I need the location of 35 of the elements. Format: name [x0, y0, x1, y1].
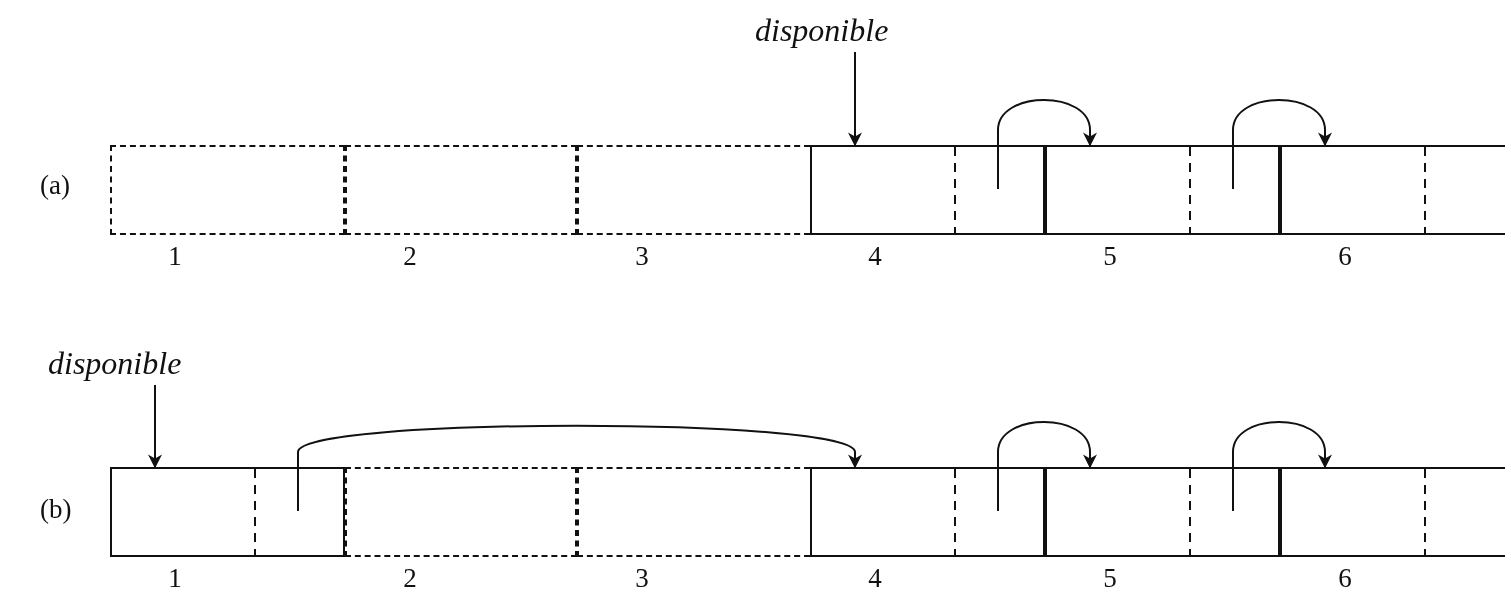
pointer-label: disponible — [755, 12, 889, 48]
block-number: 3 — [634, 563, 650, 593]
block-number: 5 — [1102, 563, 1118, 593]
pointer-arrow — [148, 384, 162, 469]
link-arrow — [997, 421, 1097, 512]
memory-block — [810, 467, 1045, 557]
memory-block — [110, 467, 345, 557]
link-arrow — [1232, 99, 1332, 190]
free-block — [577, 467, 810, 557]
block-number: 6 — [1337, 241, 1353, 271]
block-number: 4 — [867, 563, 883, 593]
memory-block — [810, 145, 1045, 235]
pointer-label: disponible — [48, 345, 182, 381]
panel-label: (a) — [40, 170, 70, 200]
block-number: 4 — [867, 241, 883, 271]
free-block — [577, 145, 810, 235]
memory-block — [1280, 145, 1505, 235]
link-arrow — [997, 99, 1097, 190]
pointer-arrow — [848, 51, 862, 147]
block-number: 2 — [402, 563, 418, 593]
link-arrow — [1232, 421, 1332, 512]
block-number: 1 — [167, 241, 183, 271]
memory-block — [1045, 145, 1280, 235]
panel-label: (b) — [40, 494, 72, 524]
block-number: 2 — [402, 241, 418, 271]
block-number: 5 — [1102, 241, 1118, 271]
block-number: 1 — [167, 563, 183, 593]
memory-block — [1280, 467, 1505, 557]
free-block — [345, 145, 577, 235]
free-block — [110, 145, 345, 235]
block-number: 6 — [1337, 563, 1353, 593]
memory-block — [1045, 467, 1280, 557]
link-arrow — [297, 424, 862, 512]
block-number: 3 — [634, 241, 650, 271]
free-block — [345, 467, 577, 557]
